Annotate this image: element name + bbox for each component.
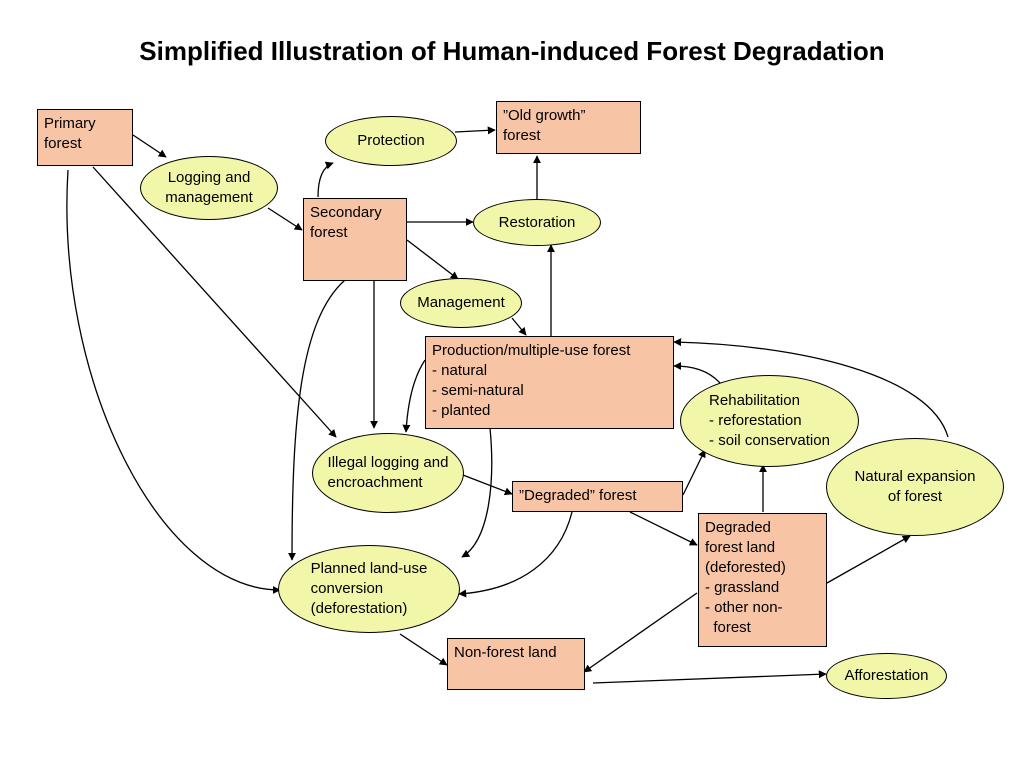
- node-text-line: forest: [44, 135, 82, 152]
- node-restoration: Restoration: [473, 199, 601, 246]
- node-text-line: Rehabilitation: [709, 392, 800, 409]
- node-protection: Protection: [325, 116, 457, 166]
- node-text-line: Logging and: [167, 169, 251, 186]
- node-text-line: ”Degraded” forest: [519, 487, 637, 504]
- node-text-line: - semi-natural: [432, 382, 524, 399]
- node-text-line: encroachment: [327, 474, 423, 491]
- node-text-line: - grassland: [705, 579, 780, 596]
- arrow-rehabilitation-to-production: [673, 362, 721, 384]
- node-text-line: Afforestation: [844, 667, 929, 684]
- arrow-primary-to-logging: [132, 134, 167, 158]
- node-text-line: Non-forest land: [454, 644, 557, 661]
- node-illegal-logging: Illegal logging and encroachment: [312, 433, 464, 513]
- node-secondary-forest: Secondary forest: [303, 198, 407, 281]
- node-text-line: Natural expansion: [854, 468, 976, 485]
- node-text-line: Primary: [44, 115, 96, 132]
- node-non-forest-land: Non-forest land: [447, 638, 585, 690]
- node-degraded-forest-land: Degraded forest land (deforested) - gras…: [698, 513, 827, 647]
- node-rehabilitation: Rehabilitation - reforestation - soil co…: [680, 375, 859, 467]
- arrow-nonforest-to-afforestation: [592, 670, 827, 684]
- node-text-line: Secondary: [310, 204, 382, 221]
- node-text-line: - planted: [432, 402, 491, 419]
- arrow-production-to-planned: [461, 427, 493, 558]
- node-text-line: - soil conservation: [709, 432, 830, 449]
- arrow-degraded-to-degradedland: [629, 511, 698, 546]
- arrow-secondary-to-protection: [317, 161, 334, 198]
- arrow-degradedland-to-nonforest: [583, 592, 698, 673]
- node-text-line: forest: [503, 127, 541, 144]
- node-text-line: Planned land-use: [310, 560, 428, 577]
- arrow-planned-to-nonforest: [399, 633, 448, 666]
- node-text-line: Management: [417, 294, 505, 311]
- arrow-degraded-to-planned: [458, 511, 573, 598]
- arrow-management-to-production: [511, 317, 527, 336]
- node-text-line: - reforestation: [709, 412, 802, 429]
- node-text-line: Degraded: [705, 519, 771, 536]
- node-text-line: (deforestation): [310, 600, 408, 617]
- arrow-secondary-to-planned: [288, 279, 346, 561]
- node-text-line: (deforested): [705, 559, 786, 576]
- node-text-line: forest: [705, 619, 751, 636]
- node-planned-conversion: Planned land-use conversion (deforestati…: [278, 545, 460, 633]
- node-text-line: of forest: [887, 488, 943, 505]
- node-text-line: Illegal logging and: [327, 454, 449, 471]
- arrow-protection-to-oldgrowth: [454, 126, 496, 135]
- node-afforestation: Afforestation: [826, 653, 947, 699]
- node-management: Management: [400, 278, 522, 328]
- node-text-line: ”Old growth”: [503, 107, 586, 124]
- node-text-line: forest land: [705, 539, 776, 556]
- node-text-line: conversion: [310, 580, 384, 597]
- node-primary-forest: Primary forest: [37, 109, 133, 166]
- node-text-line: Protection: [357, 132, 425, 149]
- arrow-illegal-to-degraded: [462, 474, 513, 496]
- diagram-title: Simplified Illustration of Human-induced…: [139, 36, 885, 66]
- arrow-degraded-to-rehabilitation: [682, 449, 706, 496]
- arrow-degradedland-to-natural-expansion: [826, 535, 911, 584]
- arrow-primary-to-illegal: [92, 166, 337, 438]
- node-text-line: - other non-: [705, 599, 783, 616]
- arrow-logging-to-secondary: [267, 207, 303, 231]
- node-text-line: Production/multiple-use forest: [432, 342, 631, 359]
- node-text-line: forest: [310, 224, 348, 241]
- node-production-forest: Production/multiple-use forest - natural…: [425, 336, 674, 429]
- node-text-line: management: [165, 189, 253, 206]
- arrow-primary-to-planned: [66, 169, 281, 594]
- node-natural-expansion: Natural expansion of forest: [826, 438, 1004, 536]
- node-text-line: - natural: [432, 362, 488, 379]
- node-degraded-forest: ”Degraded” forest: [512, 481, 683, 512]
- node-old-growth-forest: ”Old growth” forest: [496, 101, 641, 154]
- node-text-line: Restoration: [498, 213, 576, 231]
- arrow-secondary-to-management: [406, 239, 459, 280]
- arrow-production-to-illegal: [402, 359, 426, 433]
- arrow-natural-expansion-to-production: [673, 338, 949, 438]
- node-logging-management: Logging and management: [140, 156, 278, 220]
